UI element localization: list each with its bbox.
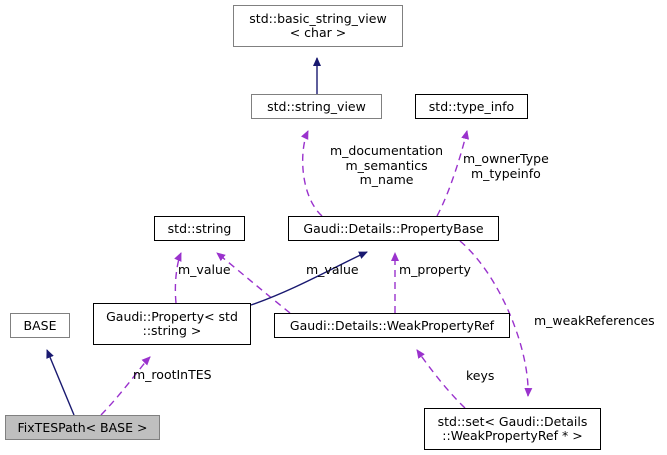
edge-label-m-property: m_property — [399, 262, 471, 277]
edge-property-string-to-string — [174, 252, 182, 304]
edge-fixtespath-to-property-string — [100, 356, 151, 416]
node-property-base[interactable]: Gaudi::Details::PropertyBase — [288, 216, 499, 241]
edge-label-m-root-in-tes: m_rootInTES — [133, 367, 212, 382]
edge-property-base-to-string-view — [300, 130, 323, 217]
node-weak-property-ref[interactable]: Gaudi::Details::WeakPropertyRef — [274, 313, 510, 338]
edge-fixtespath-to-base — [46, 349, 75, 416]
node-property-string[interactable]: Gaudi::Property< std ::string > — [93, 303, 251, 345]
edge-weak-ref-set-to-weak-property-ref — [416, 349, 466, 409]
edge-label-m-value-right: m_value — [306, 262, 359, 277]
node-type-info[interactable]: std::type_info — [415, 94, 528, 119]
edge-weak-property-ref-to-string — [216, 252, 291, 314]
edge-label-keys: keys — [466, 368, 495, 383]
edge-label-documentation-semantics-name: m_documentation m_semantics m_name — [330, 143, 444, 187]
edge-label-m-value-left: m_value — [178, 262, 231, 277]
node-string-view[interactable]: std::string_view — [251, 94, 382, 119]
node-base[interactable]: BASE — [10, 313, 70, 338]
edge-label-ownertype-typeinfo: m_ownerType m_typeinfo — [463, 151, 549, 181]
node-basic-string-view[interactable]: std::basic_string_view < char > — [233, 5, 403, 47]
edge-label-m-weak-references: m_weakReferences — [534, 313, 655, 328]
node-std-string[interactable]: std::string — [154, 216, 245, 241]
node-weak-property-ref-set[interactable]: std::set< Gaudi::Details ::WeakPropertyR… — [424, 408, 601, 450]
edge-property-string-to-property-base — [250, 251, 368, 306]
node-fixtespath[interactable]: FixTESPath< BASE > — [5, 415, 160, 440]
